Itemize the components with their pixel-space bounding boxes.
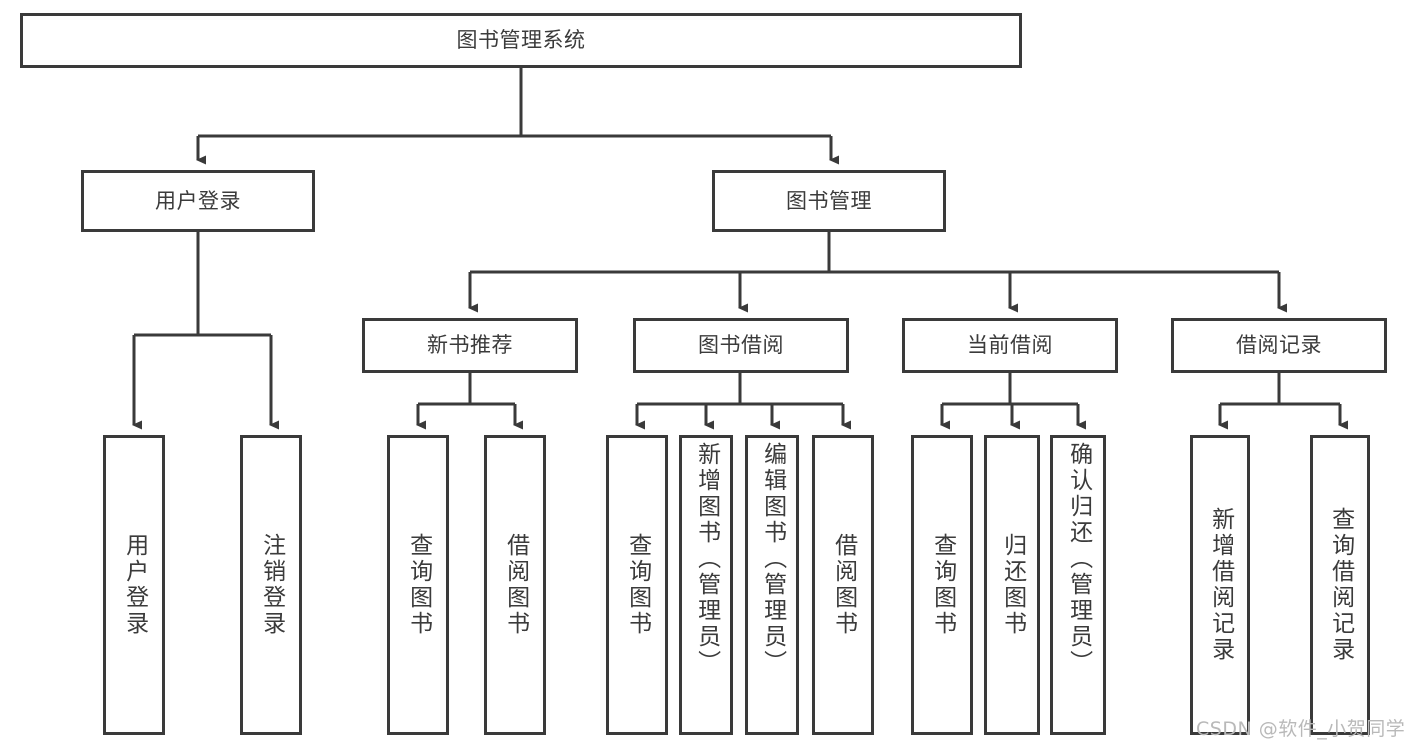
leaf-query-book-recommend-label: 查询图书 (405, 533, 432, 637)
leaf-borrow-book-recommend-label: 借阅图书 (502, 533, 529, 637)
node-book-borrow[interactable]: 图书借阅 (633, 318, 849, 373)
leaf-borrow-book-recommend[interactable]: 借阅图书 (484, 435, 546, 735)
leaf-confirm-return-admin-label: 确认归还（管理员） (1065, 442, 1092, 676)
node-root-label: 图书管理系统 (456, 28, 586, 53)
node-book-management[interactable]: 图书管理 (712, 170, 946, 232)
leaf-query-borrow-record-label: 查询借阅记录 (1327, 507, 1354, 663)
leaf-edit-book-admin[interactable]: 编辑图书（管理员） (745, 435, 799, 735)
node-new-book-recommend[interactable]: 新书推荐 (362, 318, 578, 373)
node-current-borrow[interactable]: 当前借阅 (902, 318, 1118, 373)
node-book-management-label: 图书管理 (786, 188, 872, 213)
leaf-user-login-label: 用户登录 (121, 533, 148, 637)
node-borrow-record-label: 借阅记录 (1236, 333, 1322, 358)
leaf-confirm-return-admin[interactable]: 确认归还（管理员） (1050, 435, 1106, 735)
leaf-query-book-current[interactable]: 查询图书 (911, 435, 973, 735)
node-current-borrow-label: 当前借阅 (967, 333, 1053, 358)
leaf-add-book-admin[interactable]: 新增图书（管理员） (679, 435, 733, 735)
leaf-query-book-current-label: 查询图书 (929, 533, 956, 637)
leaf-borrow-book[interactable]: 借阅图书 (812, 435, 874, 735)
leaf-borrow-book-label: 借阅图书 (830, 533, 857, 637)
leaf-return-book-label: 归还图书 (999, 533, 1026, 637)
leaf-edit-book-admin-label: 编辑图书（管理员） (759, 442, 786, 676)
csdn-watermark: CSDN @软件_小贺同学 (1196, 718, 1405, 740)
leaf-user-logout[interactable]: 注销登录 (240, 435, 302, 735)
node-user-login[interactable]: 用户登录 (81, 170, 315, 232)
node-user-login-label: 用户登录 (155, 188, 241, 213)
leaf-user-logout-label: 注销登录 (258, 533, 285, 637)
leaf-add-book-admin-label: 新增图书（管理员） (693, 442, 720, 676)
node-book-borrow-label: 图书借阅 (698, 333, 784, 358)
node-root[interactable]: 图书管理系统 (20, 13, 1022, 68)
leaf-add-borrow-record-label: 新增借阅记录 (1207, 507, 1234, 663)
node-new-book-recommend-label: 新书推荐 (427, 333, 513, 358)
leaf-query-book-borrow[interactable]: 查询图书 (606, 435, 668, 735)
leaf-query-book-recommend[interactable]: 查询图书 (387, 435, 449, 735)
leaf-user-login[interactable]: 用户登录 (103, 435, 165, 735)
leaf-return-book[interactable]: 归还图书 (984, 435, 1040, 735)
leaf-add-borrow-record[interactable]: 新增借阅记录 (1190, 435, 1250, 735)
node-borrow-record[interactable]: 借阅记录 (1171, 318, 1387, 373)
leaf-query-book-borrow-label: 查询图书 (624, 533, 651, 637)
leaf-query-borrow-record[interactable]: 查询借阅记录 (1310, 435, 1370, 735)
